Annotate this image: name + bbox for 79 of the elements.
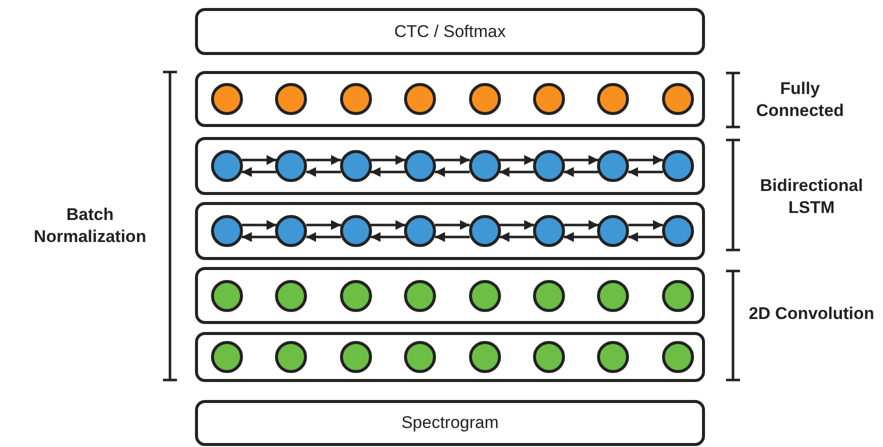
layer-row-box <box>195 267 705 324</box>
neuron-circle <box>533 150 565 182</box>
arrow <box>435 232 470 242</box>
neuron-circle <box>211 83 243 115</box>
neuron-circle <box>533 280 565 312</box>
arrow <box>242 220 277 230</box>
arrow <box>435 167 470 177</box>
neuron-circle <box>211 150 243 182</box>
arrow <box>435 220 470 230</box>
neuron-circle <box>275 215 308 247</box>
layer-row-box <box>195 137 705 195</box>
arrow <box>499 220 534 230</box>
neuron-circle <box>340 280 372 312</box>
arrow <box>628 155 663 165</box>
layer-row-box <box>195 202 705 260</box>
neuron-circle <box>597 341 630 373</box>
arrow <box>370 167 406 177</box>
neuron-circle <box>340 83 372 115</box>
layer-box: CTC / Softmax <box>195 8 705 55</box>
neuron-circle <box>597 83 630 115</box>
neuron-circle <box>404 341 436 373</box>
neuron-circle <box>340 215 372 247</box>
arrow <box>435 155 470 165</box>
neuron-circle <box>275 280 308 312</box>
neuron-circle <box>597 280 630 312</box>
neuron-circle <box>662 83 694 115</box>
neuron-circle <box>468 83 501 115</box>
arrow <box>370 232 406 242</box>
arrow <box>564 220 599 230</box>
neuron-circle <box>662 280 694 312</box>
arrow <box>306 155 341 165</box>
arrow <box>306 232 341 242</box>
arrow <box>306 220 341 230</box>
neuron-circle <box>533 341 565 373</box>
neuron-circle <box>662 341 694 373</box>
arrow <box>242 232 277 242</box>
arrow <box>499 167 534 177</box>
layer-box: Spectrogram <box>195 400 705 446</box>
neuron-circle <box>275 150 308 182</box>
arrow <box>564 232 599 242</box>
neuron-circle <box>468 215 501 247</box>
neuron-circle <box>404 215 436 247</box>
arrow <box>306 167 341 177</box>
layer-row-box <box>195 332 705 382</box>
arrow <box>499 232 534 242</box>
neuron-circle <box>533 215 565 247</box>
neuron-circle <box>468 341 501 373</box>
arrow <box>370 220 406 230</box>
layer-row-box <box>195 71 705 127</box>
neuron-circle <box>275 83 308 115</box>
neuron-circle <box>275 341 308 373</box>
arrow <box>370 155 406 165</box>
layer-label: Fully Connected <box>755 78 845 122</box>
neuron-circle <box>340 341 372 373</box>
layer-label: Bidirectional LSTM <box>759 175 864 219</box>
neuron-circle <box>662 215 694 247</box>
neuron-circle <box>662 150 694 182</box>
neuron-circle <box>340 150 372 182</box>
neuron-circle <box>211 215 243 247</box>
arrow <box>242 167 277 177</box>
neuron-circle <box>468 280 501 312</box>
neuron-circle <box>597 215 630 247</box>
neuron-circle <box>404 83 436 115</box>
arrow <box>628 167 663 177</box>
neuron-circle <box>404 150 436 182</box>
arrow <box>628 232 663 242</box>
neuron-circle <box>597 150 630 182</box>
layer-label: Batch Normalization <box>32 204 148 248</box>
arrow <box>564 167 599 177</box>
neuron-circle <box>211 280 243 312</box>
arrow <box>564 155 599 165</box>
layer-label: 2D Convolution <box>748 303 876 325</box>
neuron-circle <box>404 280 436 312</box>
neuron-circle <box>533 83 565 115</box>
arrow <box>242 155 277 165</box>
arrow <box>628 220 663 230</box>
neuron-circle <box>211 341 243 373</box>
arrow <box>499 155 534 165</box>
neuron-circle <box>468 150 501 182</box>
